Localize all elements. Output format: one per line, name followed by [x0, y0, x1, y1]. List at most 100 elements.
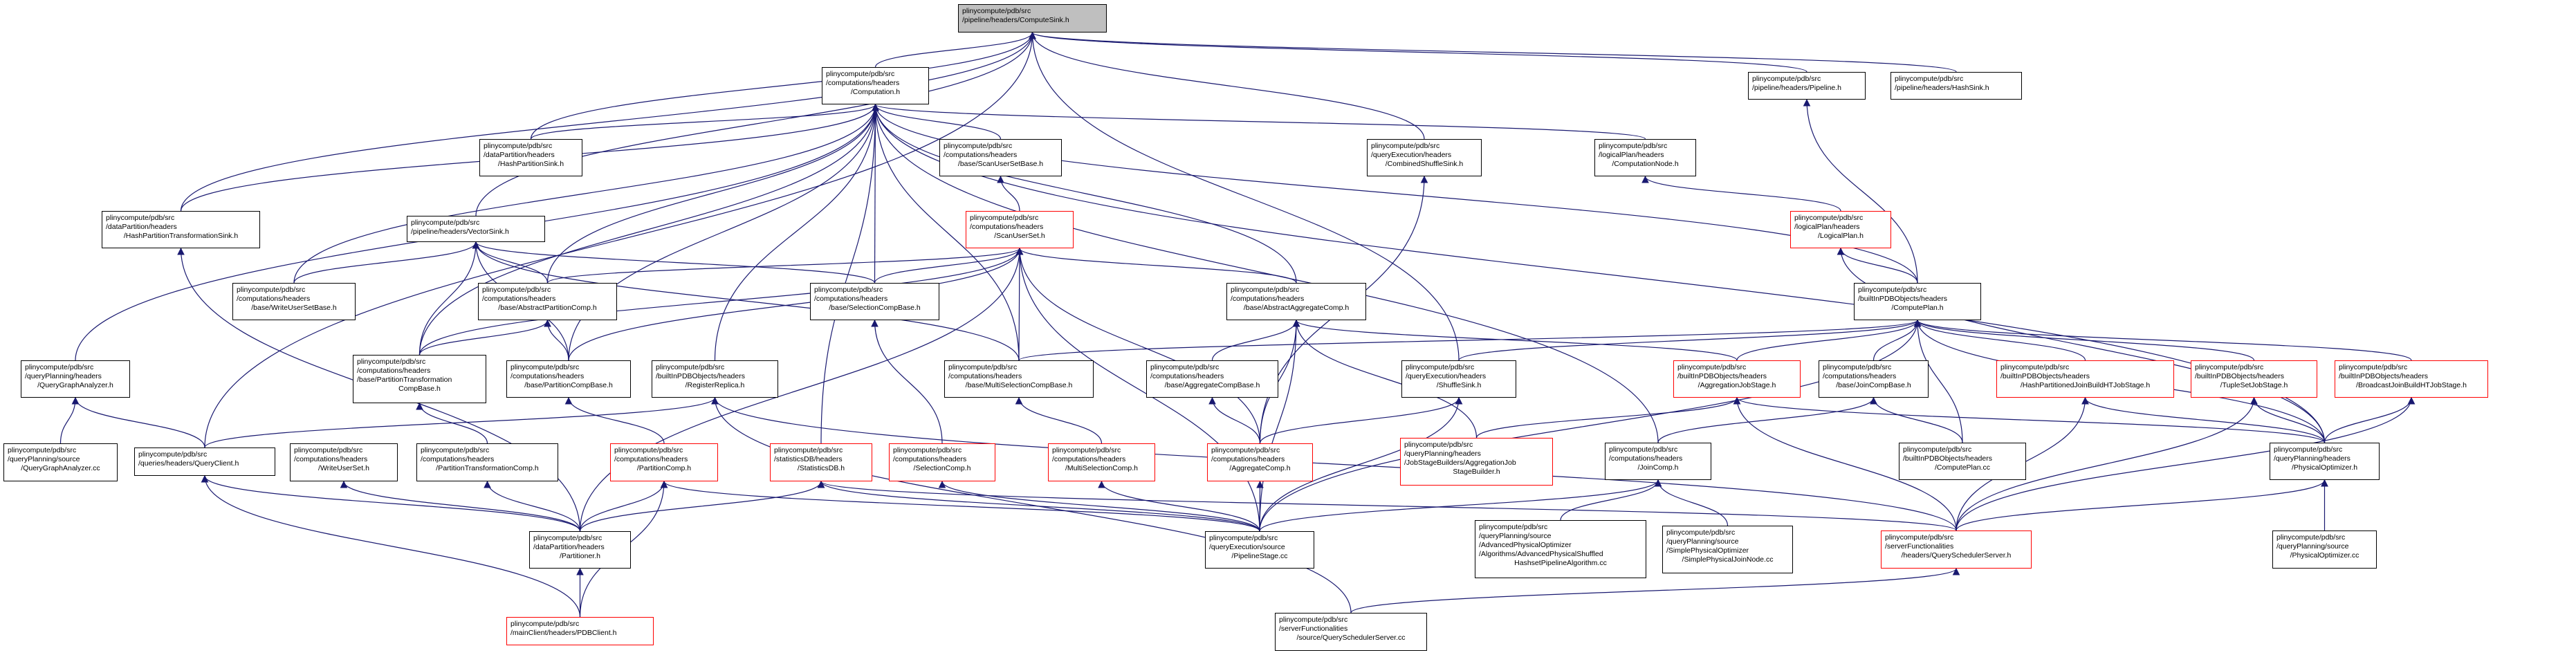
node-label-line: plinycompute/pdb/src: [970, 214, 1039, 222]
node-label-line: /builtInPDBObjects/headers: [1903, 454, 1992, 463]
file-node-SelectionComp[interactable]: plinycompute/pdb/src/computations/header…: [889, 443, 995, 481]
file-node-MultiSelectionCompBase[interactable]: plinycompute/pdb/src/computations/header…: [944, 360, 1094, 398]
edge-JoinComp-to-JoinCompBase: [1657, 396, 1877, 443]
node-label-line: /WriteUserSet.h: [318, 464, 369, 472]
file-node-TupleSetJobStage[interactable]: plinycompute/pdb/src/builtInPDBObjects/h…: [2191, 360, 2317, 398]
node-label-line: plinycompute/pdb/src: [656, 363, 725, 371]
node-label-line: /logicalPlan/headers: [1794, 223, 1860, 231]
node-label-line: /computations/headers: [944, 151, 1018, 159]
file-node-QueryGraphAnalyzerH[interactable]: plinycompute/pdb/src/queryPlanning/heade…: [21, 360, 130, 398]
node-label-line: /source/QuerySchedulerServer.cc: [1296, 634, 1406, 642]
node-label-line: /statisticsDB/headers: [774, 455, 843, 463]
edge-AbstractPartitionComp-to-Computation: [546, 103, 879, 284]
file-node-LogicalPlan[interactable]: plinycompute/pdb/src/logicalPlan/headers…: [1790, 211, 1891, 248]
node-label-line: plinycompute/pdb/src: [1677, 363, 1747, 371]
file-node-CombinedShuffleSink[interactable]: plinycompute/pdb/src/queryExecution/head…: [1367, 139, 1482, 176]
file-node-AggregateCompBase[interactable]: plinycompute/pdb/src/computations/header…: [1146, 360, 1278, 398]
file-node-QueryGraphAnalyzerCC[interactable]: plinycompute/pdb/src/queryPlanning/sourc…: [3, 443, 118, 481]
node-label-line: plinycompute/pdb/src: [484, 142, 553, 150]
edge-HashPartitionedJoinBuildHTJobStage-to-ComputePlanH: [1913, 319, 2086, 361]
edge-PipelineStage-to-MultiSelectionComp: [1098, 480, 1260, 532]
file-node-JoinCompBase[interactable]: plinycompute/pdb/src/computations/header…: [1819, 360, 1929, 398]
edge-Pipeline-to-ComputeSink: [1029, 31, 1807, 73]
node-label-line: /queries/headers/QueryClient.h: [138, 459, 239, 468]
file-node-AdvancedPhysicalShuffledHashsetPipelineAlgorithm[interactable]: plinycompute/pdb/src/queryPlanning/sourc…: [1475, 520, 1646, 578]
file-node-AggregateComp[interactable]: plinycompute/pdb/src/computations/header…: [1207, 443, 1313, 481]
file-node-WriteUserSetBase[interactable]: plinycompute/pdb/src/computations/header…: [232, 283, 356, 320]
node-label-line: /PartitionTransformationComp.h: [436, 464, 539, 472]
edge-QuerySchedulerServerH-to-PhysicalOptimizerH: [1956, 479, 2328, 531]
file-node-QuerySchedulerServerCC[interactable]: plinycompute/pdb/src/serverFunctionaliti…: [1275, 613, 1427, 651]
node-label-line: /computations/headers: [482, 295, 556, 303]
file-node-PartitionTransformationComp[interactable]: plinycompute/pdb/src/computations/header…: [416, 443, 558, 481]
file-node-JoinComp[interactable]: plinycompute/pdb/src/computations/header…: [1605, 443, 1711, 480]
node-label-line: CompBase.h: [398, 385, 441, 393]
file-node-ScanUserSet[interactable]: plinycompute/pdb/src/computations/header…: [966, 211, 1074, 248]
file-node-ComputePlanCC[interactable]: plinycompute/pdb/src/builtInPDBObjects/h…: [1899, 443, 2026, 480]
file-node-PhysicalOptimizerH[interactable]: plinycompute/pdb/src/queryPlanning/heade…: [2270, 443, 2380, 480]
file-node-WriteUserSet[interactable]: plinycompute/pdb/src/computations/header…: [290, 443, 398, 481]
file-node-SelectionCompBase[interactable]: plinycompute/pdb/src/computations/header…: [810, 283, 939, 320]
node-label-line: plinycompute/pdb/src: [1599, 142, 1668, 150]
file-node-SimplePhysicalJoinNode[interactable]: plinycompute/pdb/src/queryPlanning/sourc…: [1662, 526, 1793, 573]
edge-LogicalPlan-to-ComputationNode: [1641, 175, 1841, 212]
file-node-ComputationNode[interactable]: plinycompute/pdb/src/logicalPlan/headers…: [1594, 139, 1696, 176]
node-label-line: plinycompute/pdb/src: [1885, 533, 1954, 542]
edge-QueryClient-to-QueryGraphAnalyzerH: [71, 396, 205, 448]
edge-Partitioner-to-PartitionComp: [579, 480, 668, 532]
file-node-Pipeline[interactable]: plinycompute/pdb/src/pipeline/headers/Pi…: [1748, 72, 1866, 100]
file-node-PhysicalOptimizerCC[interactable]: plinycompute/pdb/src/queryPlanning/sourc…: [2272, 531, 2377, 569]
file-node-PartitionTransformationCompBase[interactable]: plinycompute/pdb/src/computations/header…: [353, 355, 486, 403]
edge-PhysicalOptimizerH-to-BroadcastJoinBuildHTJobStage: [2324, 396, 2416, 443]
file-node-RegisterReplica[interactable]: plinycompute/pdb/src/builtInPDBObjects/h…: [652, 360, 778, 398]
node-label-line: /ComputePlan.cc: [1935, 463, 1990, 472]
node-label-line: /queryPlanning/headers: [2274, 454, 2350, 463]
node-label-line: plinycompute/pdb/src: [482, 286, 551, 294]
file-node-QueryClient[interactable]: plinycompute/pdb/src/queries/headers/Que…: [134, 448, 275, 476]
node-label-line: /PartitionComp.h: [636, 464, 692, 472]
file-node-ShuffleSink[interactable]: plinycompute/pdb/src/queryExecution/head…: [1401, 360, 1516, 398]
node-label-line: /CombinedShuffleSink.h: [1385, 160, 1464, 168]
node-label-line: plinycompute/pdb/src: [2000, 363, 2070, 371]
node-label-line: StageBuilder.h: [1453, 468, 1500, 476]
node-label-line: /serverFunctionalities: [1885, 542, 1954, 551]
edge-PipelineStage-to-SelectionComp: [938, 480, 1260, 532]
file-node-ScanUserSetBase[interactable]: plinycompute/pdb/src/computations/header…: [939, 139, 1062, 176]
node-label-line: /SimplePhysicalJoinNode.cc: [1682, 555, 1774, 564]
file-node-Partitioner[interactable]: plinycompute/pdb/src/dataPartition/heade…: [529, 531, 631, 569]
file-node-PDBClient[interactable]: plinycompute/pdb/src/mainClient/headers/…: [506, 617, 654, 645]
node-label-line: /queryPlanning/source: [8, 455, 80, 463]
node-label-line: /base/MultiSelectionCompBase.h: [965, 381, 1073, 389]
file-node-PipelineStage[interactable]: plinycompute/pdb/src/queryExecution/sour…: [1205, 531, 1314, 569]
file-node-AggregationJobStage[interactable]: plinycompute/pdb/src/builtInPDBObjects/h…: [1673, 360, 1801, 398]
file-node-PartitionComp[interactable]: plinycompute/pdb/src/computations/header…: [610, 443, 718, 481]
node-label-line: /MultiSelectionComp.h: [1065, 464, 1139, 472]
file-node-AggregationJobStageBuilder[interactable]: plinycompute/pdb/src/queryPlanning/heade…: [1400, 438, 1553, 486]
edge-MultiSelectionCompBase-to-Computation: [872, 103, 1020, 361]
node-label-line: plinycompute/pdb/src: [1052, 446, 1121, 454]
file-node-QuerySchedulerServerH[interactable]: plinycompute/pdb/src/serverFunctionaliti…: [1881, 531, 2032, 569]
file-node-ComputePlanH[interactable]: plinycompute/pdb/src/builtInPDBObjects/h…: [1854, 283, 1981, 320]
file-node-HashPartitionTransformationSink[interactable]: plinycompute/pdb/src/dataPartition/heade…: [102, 211, 260, 248]
edge-QueryGraphAnalyzerCC-to-QueryGraphAnalyzerH: [59, 396, 80, 444]
node-label-line: /base/PartitionTransformation: [357, 376, 452, 384]
file-node-HashPartitionedJoinBuildHTJobStage[interactable]: plinycompute/pdb/src/builtInPDBObjects/h…: [1996, 360, 2174, 398]
file-node-HashSink[interactable]: plinycompute/pdb/src/pipeline/headers/Ha…: [1890, 72, 2022, 100]
file-node-AbstractPartitionComp[interactable]: plinycompute/pdb/src/computations/header…: [478, 283, 617, 320]
edge-RegisterReplica-to-Computation: [714, 103, 879, 361]
node-label-line: plinycompute/pdb/src: [1609, 445, 1678, 454]
edge-PipelineStage-to-PartitionComp: [660, 480, 1260, 532]
file-node-Computation[interactable]: plinycompute/pdb/src/computations/header…: [822, 67, 929, 104]
file-node-BroadcastJoinBuildHTJobStage[interactable]: plinycompute/pdb/src/builtInPDBObjects/h…: [2335, 360, 2488, 398]
file-node-VectorSink[interactable]: plinycompute/pdb/src/pipeline/headers/Ve…: [407, 216, 545, 242]
edge-QuerySchedulerServerH-to-BroadcastJoinBuildHTJobStage: [1956, 396, 2416, 531]
file-node-MultiSelectionComp[interactable]: plinycompute/pdb/src/computations/header…: [1048, 443, 1155, 481]
file-node-AbstractAggregateComp[interactable]: plinycompute/pdb/src/computations/header…: [1226, 283, 1366, 320]
file-node-HashPartitionSink[interactable]: plinycompute/pdb/src/dataPartition/heade…: [479, 139, 582, 176]
edge-AbstractAggregateComp-to-Computation: [872, 103, 1297, 284]
file-node-StatisticsDB[interactable]: plinycompute/pdb/src/statisticsDB/header…: [770, 443, 872, 481]
edge-AdvancedPhysicalShuffledHashsetPipelineAlgorithm-to-JoinComp: [1560, 479, 1662, 521]
file-node-PartitionCompBase[interactable]: plinycompute/pdb/src/computations/header…: [506, 360, 631, 398]
node-label-line: plinycompute/pdb/src: [237, 286, 306, 294]
node-label-line: /AggregateComp.h: [1229, 464, 1291, 472]
